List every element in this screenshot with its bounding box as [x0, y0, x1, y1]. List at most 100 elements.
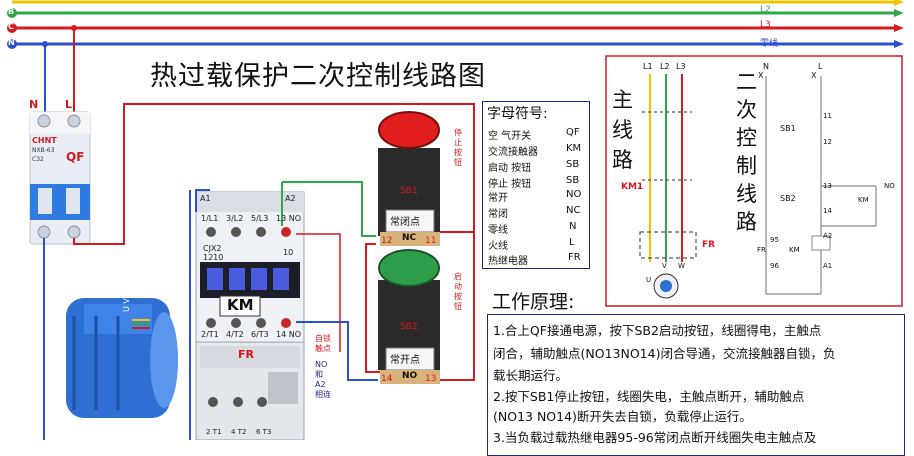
stop-button-nc-label: NC — [402, 233, 417, 243]
terminal-13-no: 13 NO — [276, 214, 302, 223]
schematic-phase-l3: L3 — [676, 62, 686, 71]
legend-row-code: NO — [566, 189, 582, 200]
schematic-terminal-14: 14 — [823, 207, 832, 215]
working-principle-line: 1.合上QF接通电源，按下SB2启动按钮，线圈得电，主触点 — [493, 323, 822, 338]
working-principle-title: 工作原理: — [492, 291, 575, 313]
schematic-fr2-label: FR — [757, 246, 766, 254]
schematic-fr-label: FR — [702, 240, 716, 250]
legend-title: 字母符号: — [487, 106, 548, 122]
stop-button-terminal-12: 12 — [381, 236, 393, 246]
self-lock-label-2: NO和A2相连 — [315, 360, 331, 399]
start-button-contact-label: 常开点 — [390, 355, 420, 366]
bus-left-label-b: B — [8, 7, 15, 16]
bus-label-l2: L2 — [760, 5, 771, 15]
schematic-terminal-12: 12 — [823, 138, 832, 146]
diagram-title: 热过载保护二次控制线路图 — [150, 61, 486, 92]
legend-row-name: 交流接触器 — [488, 147, 538, 158]
schematic-a2-label: A2 — [823, 232, 833, 240]
schematic-main-circuit-char: 路 — [612, 148, 633, 172]
start-button-side-label: 启动按钮 — [454, 272, 462, 311]
stop-button-side-label: 停止按钮 — [454, 128, 462, 167]
start-button-sb2-label: SB2 — [400, 322, 418, 332]
stop-button-contact-label: 常闭点 — [390, 217, 420, 228]
schematic-motor-u: U — [646, 276, 652, 284]
legend-row-name: 热继电器 — [488, 256, 528, 267]
legend-row-name: 火线 — [488, 241, 508, 252]
schematic-motor-w: W — [678, 262, 685, 270]
schematic-no-label: NO — [884, 182, 895, 190]
legend-row-code: NC — [566, 205, 581, 216]
terminal-3-l2: 3/L2 — [226, 214, 244, 223]
legend-row-code: N — [569, 221, 577, 232]
schematic-phase-l1: L1 — [643, 62, 653, 71]
thermal-relay-fr-label: FR — [238, 348, 254, 361]
breaker-qf-label: QF — [66, 150, 85, 164]
breaker-l-label: L — [65, 98, 73, 111]
schematic-main-circuit-char: 主 — [612, 88, 633, 112]
terminal-5-l3: 5/L3 — [251, 214, 269, 223]
schematic-terminal-96: 96 — [770, 262, 779, 270]
contactor-ten: 10 — [283, 248, 294, 257]
terminal-6-t3: 6/T3 — [251, 330, 269, 339]
terminal-4-t2: 4/T2 — [226, 330, 244, 339]
start-button-terminal-13: 13 — [425, 374, 437, 384]
relay-bottom-t3: 6 T3 — [256, 428, 272, 436]
schematic-terminal-11: 11 — [823, 112, 832, 120]
bus-label-l3: L3 — [760, 20, 771, 30]
schematic-panel — [605, 55, 903, 307]
terminal-14-no: 14 NO — [276, 330, 302, 339]
schematic-sb1-label: SB1 — [780, 124, 796, 133]
contactor-model-2: 1210 — [203, 253, 224, 262]
breaker-n-label: N — [29, 98, 39, 111]
working-principle-line: 2.按下SB1停止按钮，线圈失电，主触点断开，辅助触点 — [493, 389, 805, 404]
schematic-x2-label: X — [811, 71, 817, 80]
schematic-km1-label: KM1 — [621, 182, 644, 192]
terminal-2-t1: 2/T1 — [201, 330, 219, 339]
schematic-l-label: L — [818, 62, 823, 71]
contactor-km-label: KM — [227, 296, 254, 314]
terminal-1-l1: 1/L1 — [201, 214, 219, 223]
legend-row-name: 启动 按钮 — [488, 163, 532, 174]
legend-row-code: SB — [566, 175, 580, 186]
schematic-main-circuit-char: 线 — [612, 118, 633, 142]
legend-row-code: L — [569, 237, 575, 248]
schematic-secondary-char: 次 — [736, 98, 757, 122]
bus-label-n: 零线 — [760, 39, 779, 49]
breaker-rating: C32 — [32, 156, 44, 163]
schematic-motor-v: V — [662, 262, 667, 270]
start-button-no-label: NO — [402, 371, 418, 381]
legend-row-code: SB — [566, 159, 580, 170]
legend-row-code: KM — [566, 143, 582, 154]
schematic-terminal-13: 13 — [823, 182, 832, 190]
relay-bottom-t1: 2 T1 — [206, 428, 222, 436]
relay-bottom-t2: 4 T2 — [231, 428, 247, 436]
contactor-a1-label: A1 — [200, 194, 211, 203]
legend-row-name: 零线 — [488, 225, 508, 236]
schematic-n-label: N — [763, 62, 769, 71]
schematic-secondary-char: 控 — [736, 126, 757, 150]
wiring-diagram — [7, 0, 904, 440]
breaker-brand: CHNT — [32, 136, 57, 145]
legend-row-name: 常开 — [488, 193, 508, 204]
legend-row-code: FR — [568, 252, 581, 263]
contactor-model: CJX2 — [203, 244, 222, 253]
bus-left-label-c: C — [8, 22, 14, 31]
breaker-model: NXB-63 — [32, 147, 55, 154]
schematic-km-label: KM — [858, 196, 869, 204]
schematic-sb2-label: SB2 — [780, 194, 796, 203]
start-button-terminal-14: 14 — [381, 374, 393, 384]
self-lock-label: 自锁触点 — [315, 334, 331, 353]
schematic-secondary-char: 线 — [736, 182, 757, 206]
schematic-km-coil-label: KM — [789, 246, 800, 254]
legend-row-name: 常闭 — [488, 209, 508, 220]
schematic-secondary-char: 路 — [736, 210, 757, 234]
schematic-terminal-95: 95 — [770, 236, 779, 244]
working-principle-line: 闭合，辅助触点(NO13NO14)闭合导通，交流接触器自锁，负 — [493, 346, 836, 361]
bus-left-label-n: N — [8, 38, 15, 47]
legend-row-name: 停止 按钮 — [488, 179, 532, 190]
working-principle-line: (NO13 NO14)断开失去自锁，负载停止运行。 — [493, 409, 752, 424]
schematic-secondary-char: 二 — [736, 70, 757, 94]
stop-button-terminal-11: 11 — [425, 236, 437, 246]
schematic-a1-label: A1 — [823, 262, 833, 270]
contactor-a2-label: A2 — [285, 194, 296, 203]
